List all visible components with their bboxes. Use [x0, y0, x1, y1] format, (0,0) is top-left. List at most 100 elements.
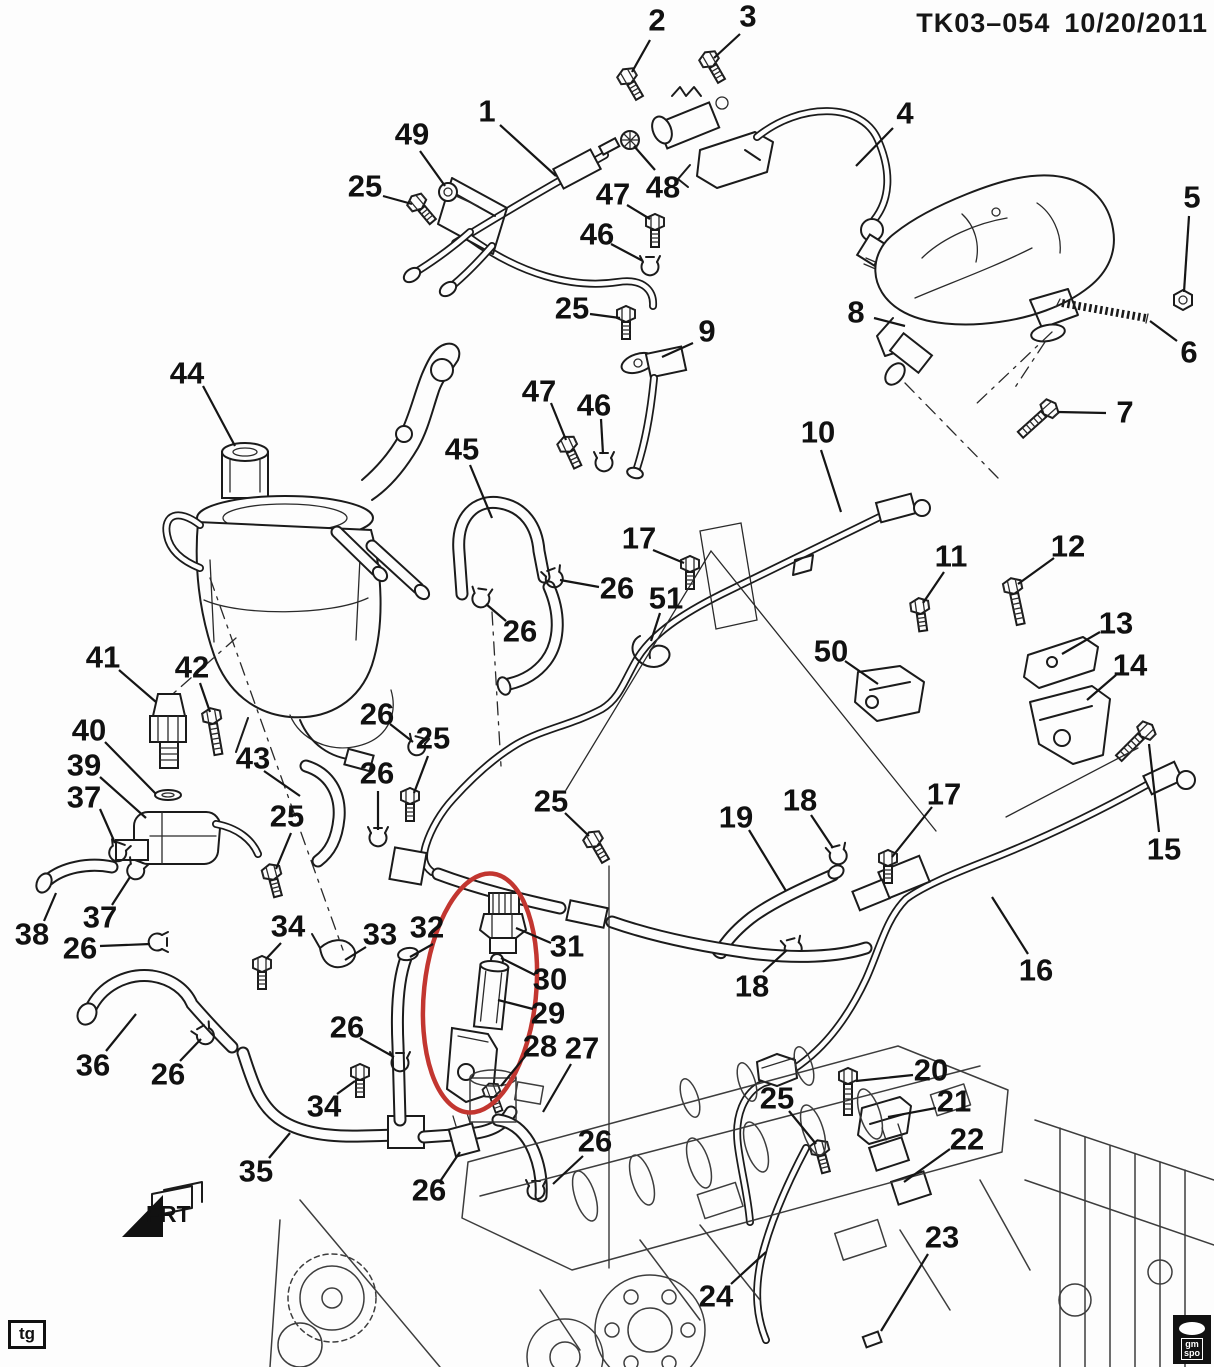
clip-51-art	[631, 635, 671, 668]
leader-line-27	[542, 1063, 572, 1113]
leader-line-16	[991, 896, 1029, 955]
isolator-22-art	[867, 1123, 933, 1206]
leader-line-30	[500, 957, 536, 976]
leader-line-17	[891, 806, 933, 858]
leader-line-26	[99, 942, 151, 948]
callout-15: 15	[1147, 832, 1181, 867]
callout-18: 18	[735, 969, 769, 1004]
callout-37: 37	[67, 780, 101, 815]
leader-line-10	[819, 449, 843, 513]
callout-26: 26	[360, 756, 394, 791]
hose-45-art	[452, 495, 568, 767]
gm-spo-logo: gm spo	[1173, 1315, 1211, 1364]
callout-35: 35	[239, 1154, 273, 1189]
drawing-date: 10/20/2011	[1064, 8, 1208, 38]
callout-33: 33	[363, 917, 397, 952]
callout-14: 14	[1113, 648, 1148, 683]
leader-line-14	[1086, 674, 1117, 701]
leader-line-7	[1057, 410, 1107, 415]
callout-20: 20	[914, 1053, 948, 1088]
leader-line-21	[887, 1106, 937, 1119]
callout-42: 42	[175, 650, 209, 685]
callout-40: 40	[72, 713, 106, 748]
leader-line-1	[499, 124, 557, 177]
bracket-13-art	[1023, 636, 1099, 689]
leader-line-33	[344, 946, 367, 961]
callout-49: 49	[395, 117, 429, 152]
leader-line-36	[105, 1013, 137, 1052]
leader-line-26	[179, 1038, 202, 1062]
leader-line-26	[559, 578, 600, 589]
leader-line-2	[631, 39, 651, 73]
leader-line-26	[359, 1037, 395, 1058]
leader-line-18	[810, 814, 834, 849]
leader-line-29	[497, 998, 534, 1011]
leader-line-46	[599, 418, 605, 455]
bolt-11-art	[908, 595, 934, 634]
leader-line-34	[336, 1080, 356, 1095]
bolt-7-art	[1013, 395, 1063, 443]
callout-11: 11	[935, 539, 968, 574]
callout-26: 26	[360, 697, 394, 732]
callout-16: 16	[1019, 953, 1053, 988]
leader-line-11	[922, 571, 945, 604]
bracket-33-art	[311, 933, 357, 969]
callout-10: 10	[801, 415, 835, 450]
frt-arrow: FRT	[122, 1181, 203, 1237]
callout-26: 26	[412, 1173, 446, 1208]
callout-29: 29	[531, 996, 565, 1031]
leader-line-26	[485, 603, 507, 622]
leader-line-46	[610, 243, 644, 262]
leader-line-43	[263, 770, 301, 797]
leader-line-31	[515, 926, 552, 945]
leader-line-25	[788, 1110, 817, 1145]
callout-26: 26	[503, 614, 537, 649]
callout-18: 18	[783, 783, 817, 818]
leader-line-49	[419, 150, 446, 187]
leader-line-9	[661, 341, 694, 359]
callout-34: 34	[271, 909, 306, 944]
callout-26: 26	[600, 571, 634, 606]
leader-line-50	[844, 660, 879, 685]
pipe-10-art	[420, 492, 931, 876]
callout-31: 31	[550, 929, 584, 964]
heat-shield-8-art	[874, 174, 1115, 479]
callout-7: 7	[1116, 395, 1133, 430]
pipe-16-art	[733, 760, 1196, 1226]
callout-17: 17	[927, 777, 961, 812]
leader-line-35	[268, 1132, 291, 1159]
callout-4: 4	[896, 96, 914, 131]
leader-line-41	[118, 669, 157, 703]
callout-26: 26	[63, 931, 97, 966]
callout-46: 46	[580, 217, 614, 252]
leader-line-25	[589, 312, 621, 320]
leader-line-34	[265, 942, 282, 960]
callout-48: 48	[646, 170, 680, 205]
bracket-14-art	[1029, 685, 1111, 765]
vent-pipe-9-art	[620, 345, 688, 480]
leader-line-5	[1182, 215, 1191, 293]
callout-25: 25	[270, 799, 304, 834]
hose-36-art	[76, 969, 239, 1054]
callout-2: 2	[648, 3, 665, 38]
fuel-pipe-1-art	[402, 136, 658, 310]
leader-line-42	[198, 682, 212, 713]
callout-21: 21	[937, 1084, 971, 1119]
nut-5-art	[1173, 289, 1193, 311]
callout-17: 17	[622, 521, 656, 556]
callout-25: 25	[555, 291, 589, 326]
callout-50: 50	[814, 634, 848, 669]
callout-26: 26	[151, 1057, 185, 1092]
bolt-17-art	[680, 555, 700, 590]
leader-line-51	[649, 612, 662, 642]
leader-line-18	[762, 949, 788, 973]
logo-text: gm spo	[1180, 1338, 1203, 1360]
callout-45: 45	[445, 432, 479, 467]
leader-line-13	[1061, 631, 1101, 655]
leader-line-37	[111, 876, 131, 906]
callout-25: 25	[348, 169, 382, 204]
leader-line-19	[748, 829, 787, 892]
callout-51: 51	[649, 581, 683, 616]
callout-25: 25	[760, 1081, 794, 1116]
